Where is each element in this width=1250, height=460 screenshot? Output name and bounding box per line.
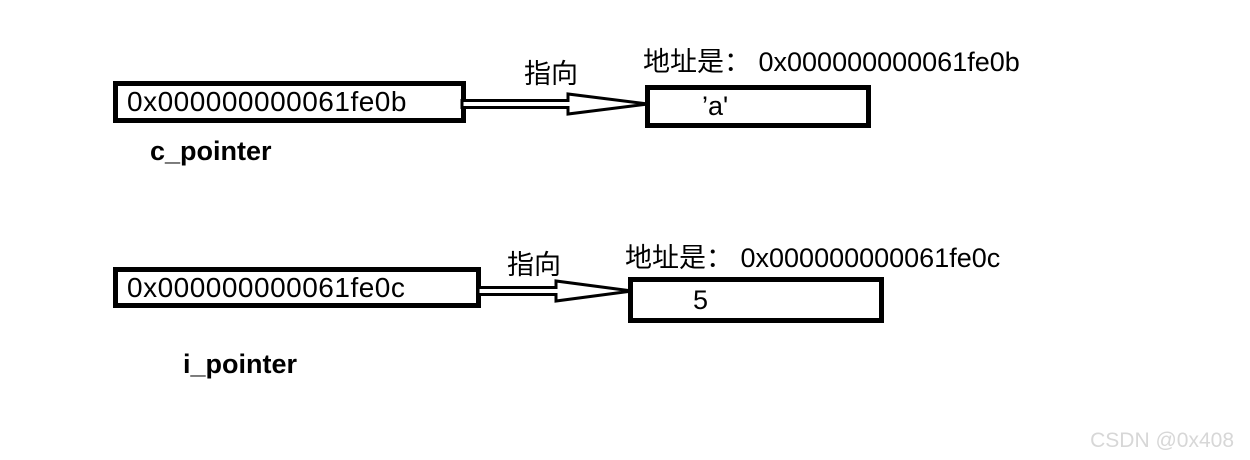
address-label-c: 地址是： 0x000000000061fe0b <box>643 47 1020 77</box>
arrow-label-i: 指向 <box>507 250 561 280</box>
value-cell-i: 5 <box>693 284 709 315</box>
pointer-box-i: 0x000000000061fe0c <box>113 267 481 308</box>
address-label-i: 地址是： 0x000000000061fe0c <box>625 243 1001 273</box>
pointer-name-i: i_pointer <box>183 349 298 379</box>
points-to-arrow-c <box>460 92 649 116</box>
watermark: CSDN @0x408 <box>1090 429 1234 452</box>
value-box-c: ’a' <box>645 85 871 128</box>
value-box-i: 5 <box>628 277 884 323</box>
arrow-label-c: 指向 <box>524 59 578 89</box>
pointer-name-c: c_pointer <box>150 136 272 166</box>
points-to-arrow-i <box>476 279 633 303</box>
pointer-value-c: 0x000000000061fe0b <box>127 86 407 117</box>
pointer-value-i: 0x000000000061fe0c <box>127 271 406 303</box>
pointer-box-c: 0x000000000061fe0b <box>113 81 466 123</box>
value-cell-c: ’a' <box>702 91 729 121</box>
